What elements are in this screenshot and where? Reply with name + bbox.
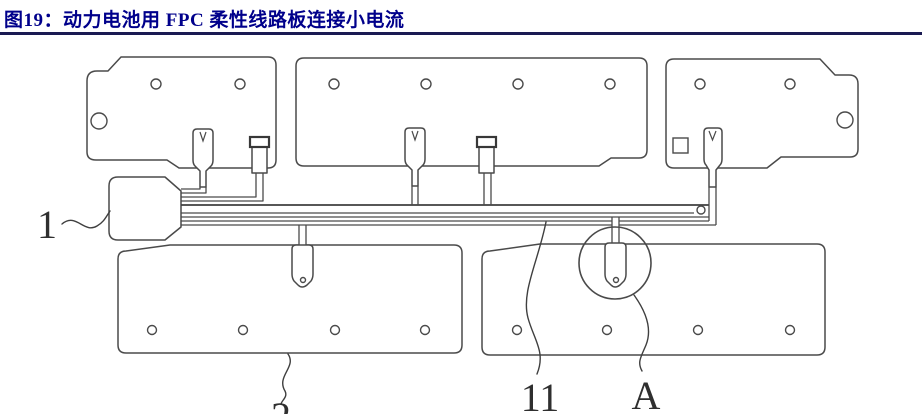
tab-top-middle-clip [475, 135, 498, 174]
clip-body [251, 145, 268, 174]
mounting-hole [419, 324, 431, 336]
panel-bottom-right-outline [481, 243, 826, 356]
mounting-hole [512, 78, 524, 90]
clip-cap [475, 135, 498, 149]
mounting-hole [328, 78, 340, 90]
tab-top-right-bottle [703, 127, 723, 188]
clip-cap [248, 135, 271, 149]
trace-bl-tab-stem [298, 225, 307, 245]
square-pad [672, 137, 689, 154]
panel-top-middle-outline [295, 57, 648, 167]
mounting-hole [237, 324, 249, 336]
tab-notch [708, 130, 717, 142]
ref-label-11: 11 [521, 375, 560, 414]
mounting-hole [784, 78, 796, 90]
mounting-hole [420, 78, 432, 90]
tab-hole [612, 276, 620, 284]
tab-hole [299, 276, 307, 284]
tab-notch [411, 130, 419, 142]
tab-bottom-right-bottle [604, 217, 627, 288]
ref-label-a: A [632, 373, 661, 414]
panel-top-right-outline [665, 58, 859, 169]
nickel-tab [404, 127, 426, 187]
tab-top-left-bottle [192, 128, 214, 188]
leader-line-1 [61, 210, 111, 229]
leader-line-11 [525, 221, 547, 375]
mounting-hole [329, 324, 341, 336]
mounting-hole [601, 324, 613, 336]
panel-top-left [86, 56, 277, 169]
mounting-hole [692, 324, 704, 336]
nickel-tab [192, 128, 214, 188]
figure-title: 图19：动力电池用 FPC 柔性线路板连接小电流 [4, 10, 405, 31]
trace-mid-bottle-stem [411, 186, 419, 205]
ref-label-2: 2 [271, 394, 291, 414]
panel-bottom-right [481, 243, 826, 356]
tab-top-middle-bottle [404, 127, 426, 187]
panel-top-middle [295, 57, 648, 167]
nickel-tab [604, 242, 627, 288]
tab-notch [199, 131, 207, 143]
ref-label-1: 1 [37, 202, 57, 247]
fpc-traces [181, 166, 717, 226]
large-hole [90, 112, 108, 130]
trace-to-left-tab-1 [181, 187, 207, 194]
mounting-hole [150, 78, 162, 90]
mounting-hole [234, 78, 246, 90]
mounting-hole [694, 78, 706, 90]
clip-body [478, 145, 495, 174]
leader-line-a [633, 294, 650, 372]
stem-mask [612, 218, 619, 243]
trace-mid-clip-stem [483, 173, 492, 205]
trace-br-tab-stem [611, 217, 620, 243]
fpc-connector-block [108, 176, 182, 241]
nickel-tab [291, 244, 314, 288]
stem-mask [299, 226, 306, 245]
large-hole [836, 111, 854, 129]
trace-to-left-tab-1 [181, 187, 201, 190]
panel-top-left-outline [86, 56, 277, 169]
mounting-hole [146, 324, 158, 336]
mounting-hole [511, 324, 523, 336]
tab-top-left-clip [248, 135, 271, 174]
leader-line-2 [280, 353, 291, 405]
detail-circle-a [578, 226, 652, 300]
panel-bottom-left [117, 244, 463, 354]
nickel-tab [703, 127, 723, 188]
panel-top-right [665, 58, 859, 169]
mounting-hole [784, 324, 796, 336]
panel-bottom-left-outline [117, 244, 463, 354]
via-circle [696, 205, 706, 215]
trace-to-left-tab-2 [181, 173, 264, 202]
mounting-hole [604, 78, 616, 90]
trace-right-tab-stem [708, 187, 717, 225]
title-underline [0, 32, 922, 35]
trace-to-left-tab-2 [181, 173, 257, 198]
tab-bottom-left-bottle [291, 225, 314, 288]
